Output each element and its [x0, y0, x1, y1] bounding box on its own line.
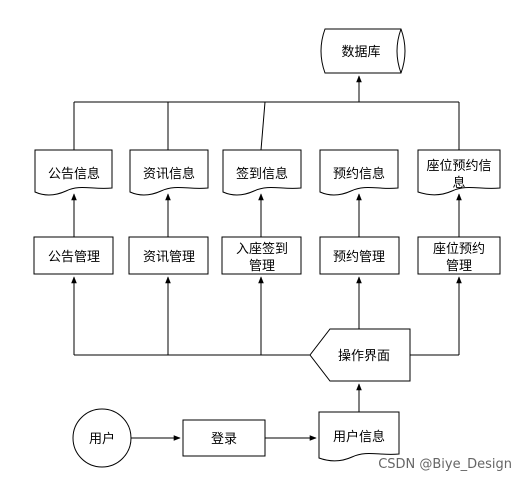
database-node	[320, 28, 406, 74]
process-news-mgmt	[128, 236, 209, 275]
doc-seat-booking-info	[417, 149, 501, 196]
user-node	[72, 408, 132, 468]
user-info-label: 用户信息	[333, 429, 385, 445]
doc-announce-label: 公告信息	[48, 166, 100, 182]
interface-bus	[71, 276, 462, 356]
doc-seat-booking-label-2: 息	[452, 175, 465, 191]
interface-label: 操作界面	[338, 348, 390, 364]
process-booking-mgmt	[319, 236, 400, 275]
process-booking-label: 预约管理	[333, 250, 385, 265]
process-news-label: 资讯管理	[143, 250, 195, 265]
doc-announce-info	[34, 149, 113, 196]
bus-to-database	[73, 75, 460, 151]
doc-signin-info	[222, 149, 302, 196]
doc-news-label: 资讯信息	[143, 166, 195, 182]
doc-booking-info	[319, 149, 399, 196]
database-label: 数据库	[341, 44, 380, 60]
login-label: 登录	[211, 432, 237, 447]
watermark: CSDN @Biye_Design	[378, 457, 512, 472]
process-seat-booking-mgmt	[417, 236, 501, 275]
process-announce-mgmt	[33, 236, 114, 275]
process-seat-signin-mgmt	[221, 236, 302, 275]
process-seat-signin-label-1: 入座签到	[236, 241, 288, 257]
interface-node	[309, 328, 411, 382]
login-flow	[131, 383, 362, 441]
process-announce-label: 公告管理	[48, 250, 100, 265]
doc-signin-label: 签到信息	[236, 166, 288, 182]
doc-seat-booking-label-1: 座位预约信	[426, 159, 491, 174]
login-node	[182, 419, 266, 457]
user-label: 用户	[89, 431, 115, 447]
user-info-doc	[318, 411, 400, 462]
doc-booking-label: 预约信息	[333, 166, 385, 182]
arrows-process-to-doc	[71, 193, 462, 237]
process-seat-booking-label-1: 座位预约	[433, 242, 485, 257]
process-seat-signin-label-2: 管理	[249, 259, 275, 274]
process-seat-booking-label-2: 管理	[446, 259, 472, 274]
doc-news-info	[129, 149, 209, 196]
